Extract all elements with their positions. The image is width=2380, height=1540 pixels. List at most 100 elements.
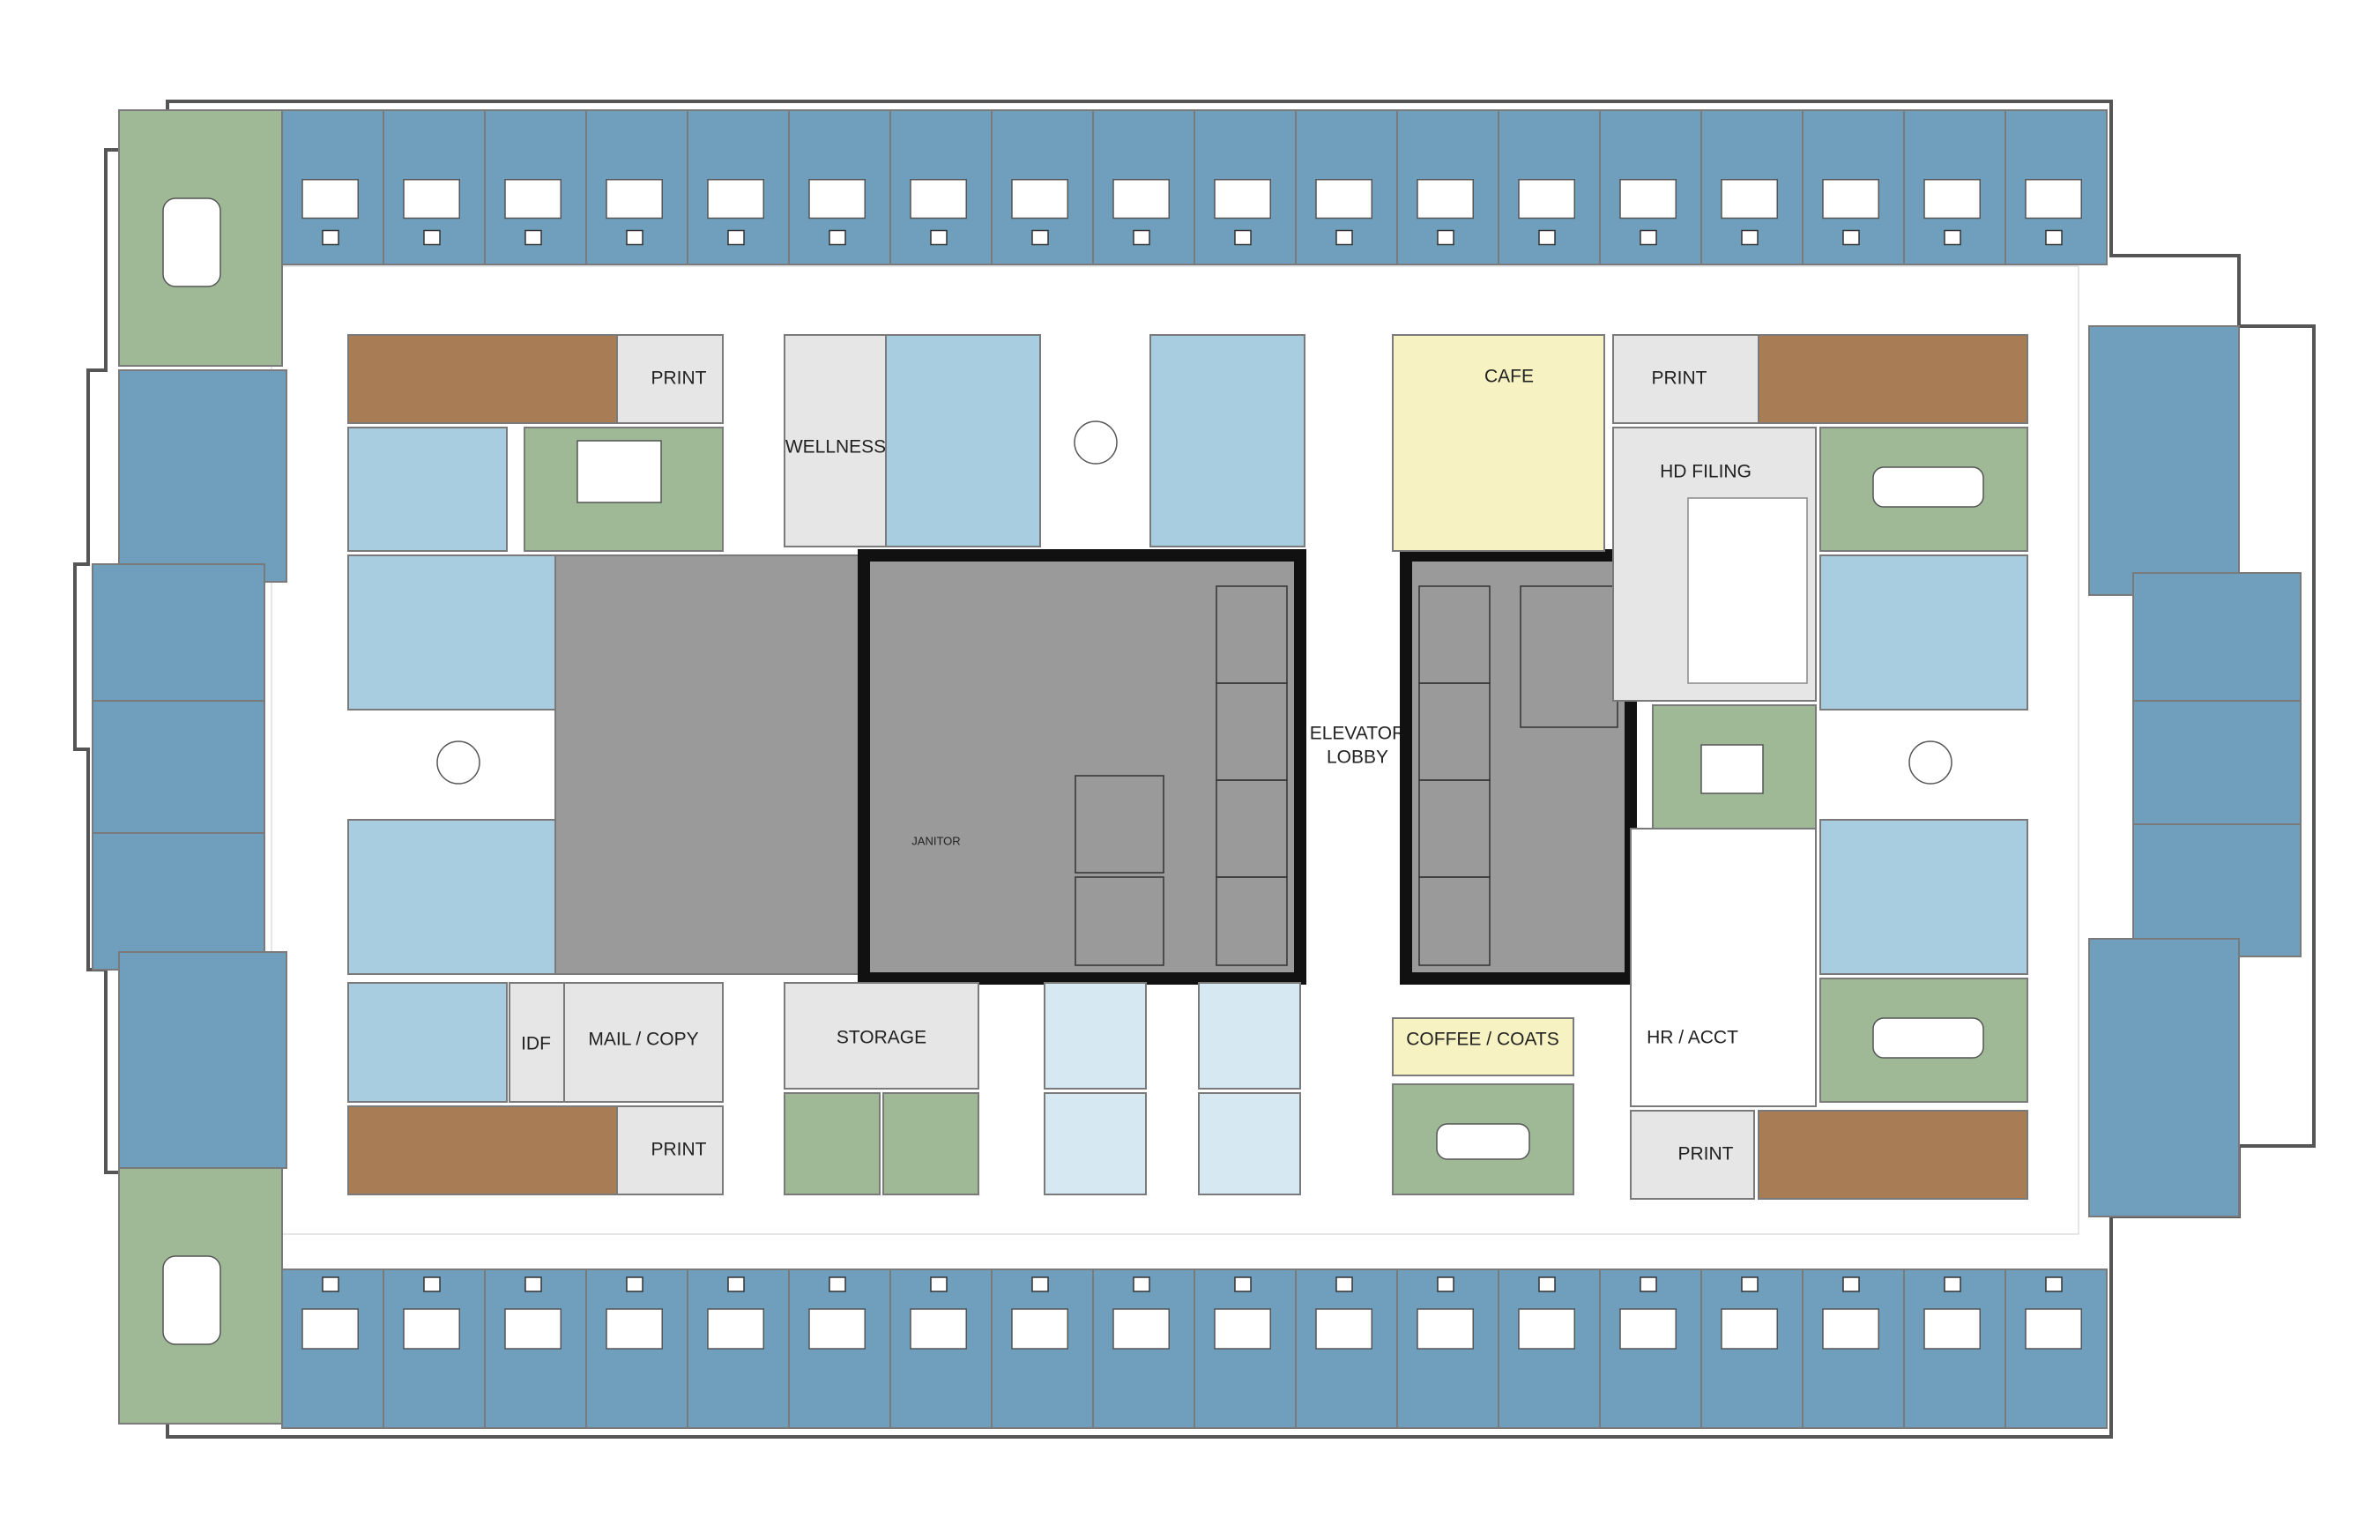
office-left-1 (118, 369, 287, 583)
office-interior-c2 (1149, 334, 1305, 547)
office-right-2 (2132, 572, 2302, 702)
desk (606, 1308, 663, 1350)
office-left-4 (92, 832, 265, 971)
print-label: PRINT (651, 1140, 707, 1160)
elevator (1075, 775, 1164, 874)
print-room-bottom-left (616, 1105, 724, 1195)
desk (910, 1308, 967, 1350)
chair (1842, 229, 1860, 246)
print-room-bottom-right (1630, 1110, 1755, 1200)
desk (1112, 179, 1170, 219)
chair (423, 1276, 441, 1292)
office-interior-l3 (347, 819, 556, 975)
office-right-3 (2132, 700, 2302, 825)
chair (727, 1276, 745, 1292)
office-right-4 (2132, 823, 2302, 957)
table (1700, 744, 1764, 794)
office-interior-c1 (885, 334, 1041, 547)
office-light-3 (1198, 982, 1301, 1090)
chair (829, 229, 846, 246)
desk (2025, 1308, 2082, 1350)
desk (1923, 179, 1981, 219)
desk (1214, 179, 1271, 219)
round-table (1908, 740, 1952, 785)
desk (504, 179, 562, 219)
office-interior-l2 (347, 554, 556, 710)
coffee-coats-room (1392, 1017, 1574, 1076)
elevator (1418, 876, 1491, 966)
mail-copy-room (563, 982, 724, 1103)
elevator-lobby-label: ELEVATOR (1310, 724, 1406, 744)
desk (1721, 1308, 1778, 1350)
desk (808, 179, 866, 219)
desk (1417, 179, 1474, 219)
idf-room (509, 982, 565, 1103)
core-left (554, 554, 865, 975)
chair (1640, 1276, 1657, 1292)
desk (301, 179, 359, 219)
chair (930, 229, 948, 246)
table (162, 1255, 221, 1345)
desk (403, 179, 460, 219)
desk (1214, 1308, 1271, 1350)
chair (1133, 229, 1150, 246)
chair (1944, 229, 1961, 246)
desk (2025, 179, 2082, 219)
chair (1437, 1276, 1454, 1292)
building-core: JANITOR ELEVATOR LOBBY (554, 549, 1637, 985)
office-left-2 (92, 563, 265, 702)
table (1436, 1123, 1530, 1160)
chair (1741, 229, 1759, 246)
storage-room (784, 982, 979, 1090)
table (1872, 466, 1984, 508)
desk (301, 1308, 359, 1350)
chair (1031, 1276, 1049, 1292)
chair (1944, 1276, 1961, 1292)
chair (1031, 229, 1049, 246)
chair (1842, 1276, 1860, 1292)
print-label: PRINT (1678, 1144, 1734, 1164)
desk (1822, 1308, 1879, 1350)
desk (1011, 1308, 1068, 1350)
chair (1335, 229, 1353, 246)
core-right (1400, 549, 1637, 985)
table (1872, 1017, 1984, 1059)
desk (1518, 1308, 1575, 1350)
office-interior-r1 (1819, 554, 2028, 710)
office-left-3 (92, 700, 265, 834)
workstations-bottom-right (1758, 1110, 2028, 1200)
perimeter-left (92, 109, 287, 1425)
chair (626, 229, 643, 246)
desk (1721, 179, 1778, 219)
office-right-1 (2088, 325, 2240, 596)
cafe-label: CAFE (1484, 367, 1534, 387)
desk (403, 1308, 460, 1350)
office-interior-l4 (347, 982, 508, 1103)
chair (524, 229, 542, 246)
desk (1923, 1308, 1981, 1350)
chair (727, 229, 745, 246)
chair (423, 229, 441, 246)
round-table (1074, 420, 1118, 465)
desk (707, 179, 764, 219)
perimeter-offices-bottom (281, 1268, 2108, 1429)
chair (1133, 1276, 1150, 1292)
print-label: PRINT (651, 368, 707, 389)
chair (1234, 1276, 1252, 1292)
idf-label: IDF (521, 1034, 551, 1054)
perimeter-office (1700, 1268, 1804, 1429)
desk (1619, 1308, 1677, 1350)
janitor-label: JANITOR (911, 834, 960, 847)
left-interior: PRINT IDF MAIL / COPY PRINT (347, 334, 724, 1195)
print-label: PRINT (1652, 368, 1707, 389)
desk (504, 1308, 562, 1350)
chair (1640, 229, 1657, 246)
office-left-5 (118, 951, 287, 1169)
desk (1619, 179, 1677, 219)
mail-copy-label: MAIL / COPY (588, 1030, 698, 1050)
office-interior-r2 (1819, 819, 2028, 975)
desk (1011, 179, 1068, 219)
chair (1538, 229, 1556, 246)
desk (1417, 1308, 1474, 1350)
